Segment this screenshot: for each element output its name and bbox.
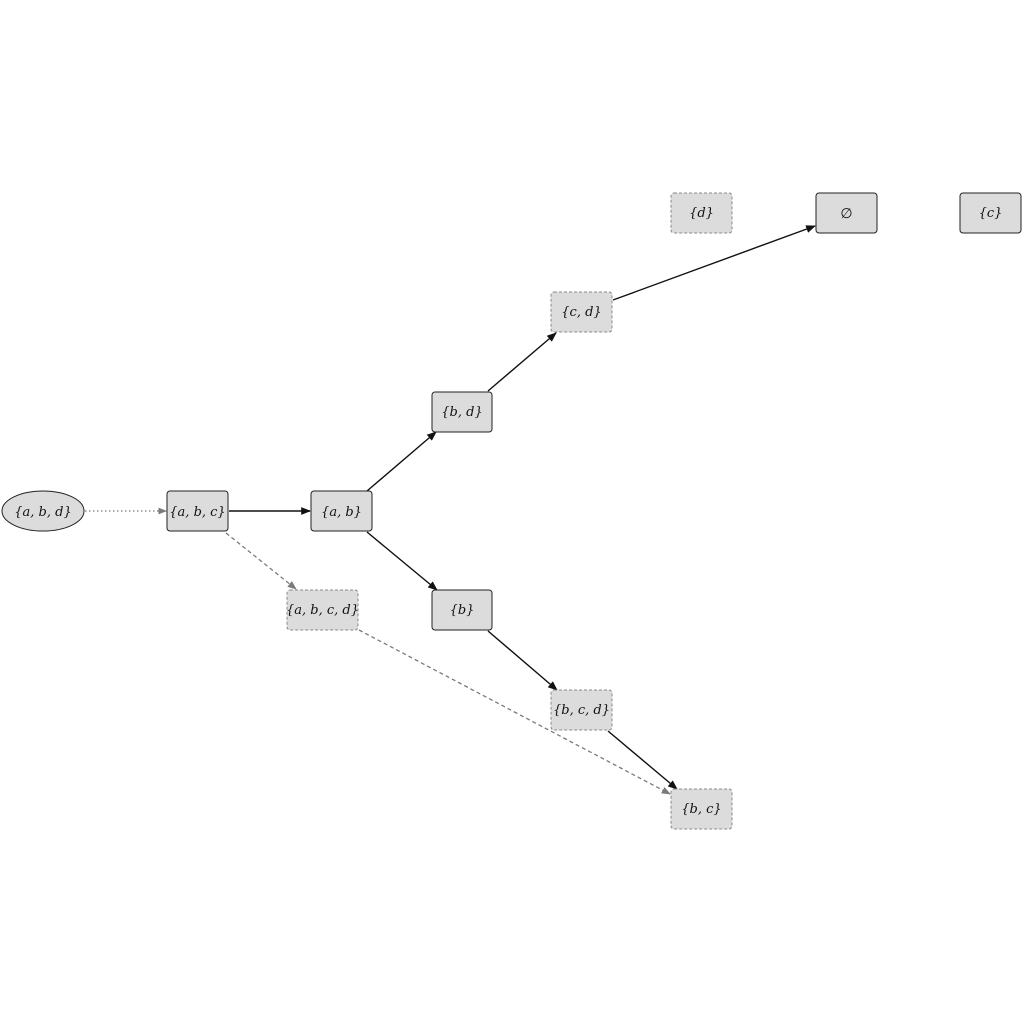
node-abcd-label: {a, b, c, d} (286, 603, 359, 618)
node-abc-shape (166, 490, 229, 532)
edges-layer (85, 225, 816, 795)
node-bd: {b, d} (431, 391, 493, 433)
node-bcd: {b, c, d} (550, 689, 613, 731)
nodes-layer: {a, b, d} {a, b, c} {a, b} {b, d} {c, d}… (1, 192, 1022, 830)
node-abd-shape (1, 490, 85, 532)
node-c: {c} (959, 192, 1022, 234)
node-bd-shape (431, 391, 493, 433)
edge-ab-to-b (366, 531, 438, 591)
edge-abc-to-abcd (225, 532, 297, 590)
edge-bcd-to-bc (607, 730, 678, 790)
node-empty-set-shape (815, 192, 878, 234)
node-abcd: {a, b, c, d} (286, 589, 359, 631)
node-ab: {a, b} (310, 490, 373, 532)
node-bd-label: {b, d} (441, 405, 482, 420)
node-d-label: {d} (689, 206, 714, 221)
node-cd-label: {c, d} (561, 305, 601, 320)
node-b: {b} (431, 589, 493, 631)
node-abc-label: {a, b, c} (169, 505, 225, 520)
node-empty-set: ∅ (815, 192, 878, 234)
node-b-shape (431, 589, 493, 631)
node-bc-label: {b, c} (681, 802, 721, 817)
node-bc-shape (670, 788, 733, 830)
edge-b-to-bcd (487, 630, 558, 691)
edge-cd-to-empty (612, 225, 816, 301)
node-c-shape (959, 192, 1022, 234)
node-abc: {a, b, c} (166, 490, 229, 532)
node-cd: {c, d} (550, 291, 613, 333)
node-d-shape (670, 192, 733, 234)
node-bcd-shape (550, 689, 613, 731)
node-ab-label: {a, b} (321, 505, 362, 520)
node-c-label: {c} (979, 206, 1003, 221)
node-d: {d} (670, 192, 733, 234)
edge-bd-to-cd (487, 332, 557, 392)
node-abd-label: {a, b, d} (14, 505, 71, 520)
node-empty-set-label: ∅ (840, 206, 852, 222)
edge-abcd-to-bc (358, 629, 671, 795)
node-bcd-label: {b, c, d} (553, 703, 610, 718)
node-abd: {a, b, d} (1, 490, 85, 532)
edge-ab-to-bd (366, 431, 437, 492)
node-abcd-shape (286, 589, 359, 631)
node-b-label: {b} (450, 603, 475, 618)
node-ab-shape (310, 490, 373, 532)
node-cd-shape (550, 291, 613, 333)
node-bc: {b, c} (670, 788, 733, 830)
